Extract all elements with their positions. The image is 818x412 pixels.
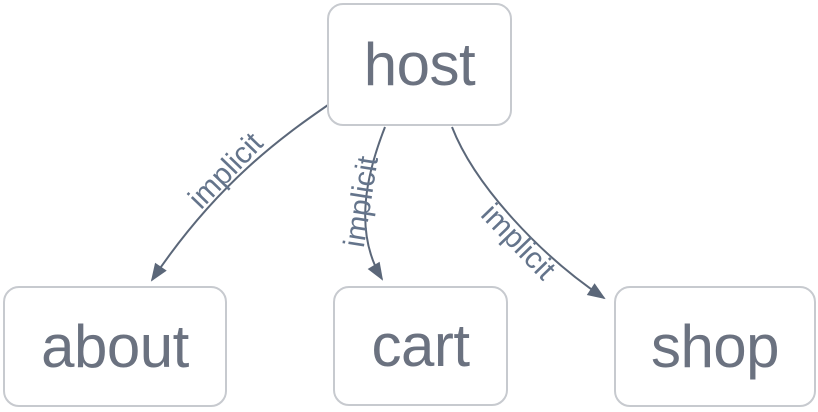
- edge-host-shop[interactable]: [451, 126, 606, 300]
- edge-host-cart[interactable]: [364, 126, 386, 281]
- node-host-label: host: [363, 30, 476, 98]
- edge-label-host-shop: implicit: [474, 197, 562, 286]
- node-shop[interactable]: shop: [614, 286, 816, 407]
- node-about-label: about: [41, 312, 189, 380]
- edge-host-about[interactable]: [150, 104, 329, 282]
- node-host[interactable]: host: [327, 3, 512, 126]
- node-shop-label: shop: [650, 312, 780, 380]
- edge-label-host-cart: implicit: [338, 153, 385, 249]
- edge-label-host-about: implicit: [182, 126, 270, 215]
- node-cart[interactable]: cart: [333, 286, 508, 406]
- node-about[interactable]: about: [3, 286, 227, 407]
- node-cart-label: cart: [371, 312, 470, 379]
